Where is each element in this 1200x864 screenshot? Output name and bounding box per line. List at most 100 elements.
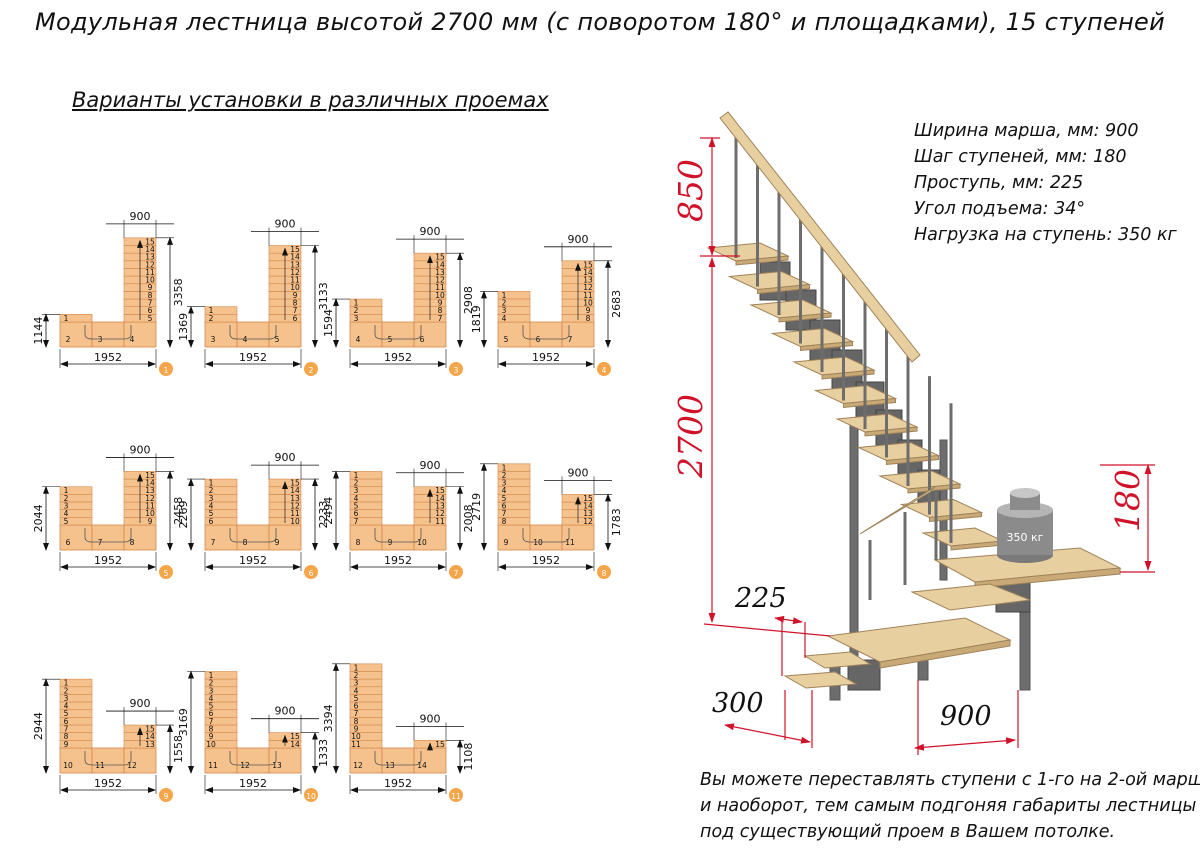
top-dim-label: 900	[568, 233, 589, 246]
step-number: 4	[130, 335, 135, 344]
landing-cell	[236, 524, 270, 551]
left-flight: 12	[204, 306, 238, 323]
landing-cell	[123, 747, 157, 774]
step-number: 4	[209, 694, 214, 703]
step-number: 1	[64, 314, 69, 323]
step-number: 12	[290, 502, 300, 511]
step-number: 10	[290, 283, 300, 292]
dim-label-180: 180	[1108, 469, 1147, 532]
variant-number: 11	[451, 792, 461, 801]
step-number: 2	[209, 486, 214, 495]
step-cell	[59, 740, 93, 749]
step-number: 8	[243, 538, 248, 547]
top-dim-label: 900	[130, 210, 151, 223]
step-number: 8	[293, 299, 298, 308]
weight-label: 350 кг	[1007, 531, 1044, 544]
width-dim-label: 1952	[384, 351, 412, 364]
landing-cell	[529, 524, 563, 551]
variant-number: 4	[602, 366, 607, 375]
variant-number: 7	[454, 569, 459, 578]
step-cell	[497, 314, 531, 323]
step-number: 3	[209, 686, 214, 695]
step-number: 9	[293, 291, 298, 300]
step-number: 11	[351, 740, 361, 749]
dim-line-900	[914, 737, 1016, 751]
step-number: 15	[290, 732, 300, 741]
width-dim-label: 1952	[384, 554, 412, 567]
spec-load: Нагрузка на ступень: 350 кг	[914, 225, 1177, 245]
tread-edge	[757, 283, 810, 295]
landing-cell	[268, 524, 302, 551]
step-number: 14	[145, 245, 155, 254]
step-number: 3	[354, 314, 359, 323]
step-number: 7	[502, 509, 507, 518]
landing-cell	[91, 747, 125, 774]
step-number: 6	[354, 702, 359, 711]
step-number: 4	[354, 494, 359, 503]
landing-cell	[204, 321, 238, 348]
step-number: 5	[148, 314, 153, 323]
variant-number-badge	[597, 565, 611, 579]
left-height-label: 1594	[322, 309, 335, 337]
step-number: 10	[533, 538, 543, 547]
step-number: 6	[66, 538, 71, 547]
width-dim-label: 1952	[239, 777, 267, 790]
variant-number-badge	[159, 788, 173, 802]
landing-cell	[413, 747, 447, 774]
left-height-label: 1144	[32, 317, 45, 345]
step-number: 13	[145, 253, 155, 262]
step-number: 14	[583, 268, 593, 277]
step-number: 13	[435, 268, 445, 277]
left-height-label: 3169	[177, 708, 190, 736]
turn-direction-mark	[84, 528, 132, 543]
step-number: 2	[354, 479, 359, 488]
step-number: 10	[583, 299, 593, 308]
tread-edge	[843, 397, 896, 409]
step-number: 1	[502, 291, 507, 300]
variant-number-badge	[159, 362, 173, 376]
step-number: 15	[145, 725, 155, 734]
step-number: 11	[208, 761, 218, 770]
right-height-label: 1108	[462, 743, 475, 771]
variant-number: 2	[309, 366, 314, 375]
right-height-label: 2008	[462, 504, 475, 532]
lower-landing-edge	[879, 639, 1011, 669]
step-number: 8	[356, 538, 361, 547]
step-number: 11	[583, 291, 593, 300]
top-dim-label: 900	[130, 443, 151, 456]
step-number: 7	[98, 538, 103, 547]
step-number: 1	[209, 306, 214, 315]
variant-number: 10	[306, 792, 316, 801]
step-number: 3	[64, 694, 69, 703]
step-number: 2	[66, 335, 71, 344]
step-number: 14	[145, 479, 155, 488]
step-number: 10	[417, 538, 427, 547]
step-number: 3	[354, 679, 359, 688]
step-number: 13	[435, 502, 445, 511]
step-number: 15	[583, 494, 593, 503]
step-number: 14	[290, 253, 300, 262]
landing-cell	[413, 524, 447, 551]
left-height-label: 2044	[32, 504, 45, 532]
step-number: 2	[64, 494, 69, 503]
step-number: 14	[435, 260, 445, 269]
step-number: 3	[502, 306, 507, 315]
step-number: 5	[504, 335, 509, 344]
right-height-label: 3133	[317, 282, 330, 310]
step-number: 7	[568, 335, 573, 344]
landing-cell	[91, 321, 125, 348]
top-dim-label: 900	[275, 705, 296, 718]
step-number: 15	[435, 740, 445, 749]
step-number: 5	[209, 509, 214, 518]
step-number: 11	[290, 276, 300, 285]
width-dim-label: 1952	[532, 554, 560, 567]
step-number: 7	[293, 306, 298, 315]
turn-direction-mark	[229, 528, 277, 543]
step-number: 10	[290, 517, 300, 526]
step-number: 11	[145, 268, 155, 277]
